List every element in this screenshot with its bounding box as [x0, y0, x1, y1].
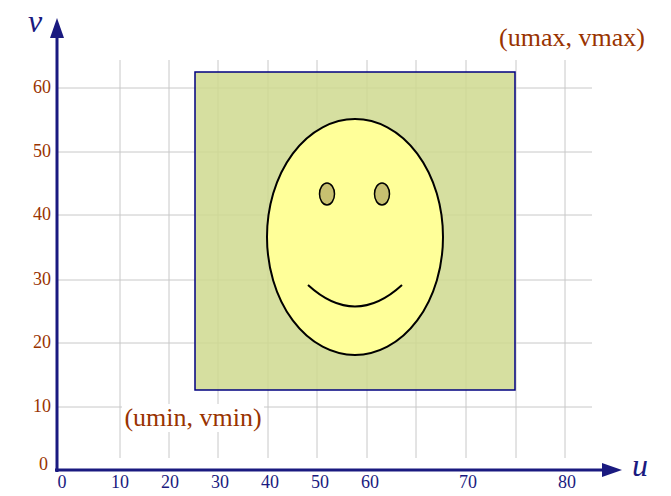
tick-label: 10	[111, 473, 129, 493]
tick-label: 80	[558, 473, 576, 493]
smile	[308, 285, 402, 307]
tick-label: 40	[33, 205, 51, 225]
v-axis	[56, 34, 59, 472]
image-bounds	[195, 72, 515, 390]
arrow-head	[602, 463, 622, 477]
grid	[57, 60, 592, 458]
tick-label: 70	[459, 473, 477, 493]
eye	[375, 183, 390, 205]
tick-label: 30	[211, 473, 229, 493]
tick-label: 60	[361, 473, 379, 493]
corner-label: (umax, vmax)	[497, 24, 647, 53]
grid-line	[565, 60, 566, 458]
eye	[320, 183, 335, 205]
tick-label: 40	[261, 473, 279, 493]
axes	[50, 18, 622, 477]
axis-name: u	[632, 448, 648, 483]
tick-label: 50	[311, 473, 329, 493]
axis-name: v	[28, 4, 42, 39]
face	[267, 119, 443, 355]
tick-label: 20	[33, 333, 51, 353]
arrow-head	[50, 18, 64, 38]
tick-label: 0	[39, 455, 48, 475]
corner-label: (umin, vmin)	[122, 404, 263, 433]
grid-line	[169, 60, 170, 458]
tick-label: 60	[33, 78, 51, 98]
u-axis	[55, 469, 606, 472]
tick-label: 10	[33, 397, 51, 417]
tick-label: 0	[58, 473, 67, 493]
tick-label: 20	[161, 473, 179, 493]
tick-label: 30	[33, 270, 51, 290]
tick-label: 50	[33, 142, 51, 162]
grid-line	[120, 60, 121, 458]
